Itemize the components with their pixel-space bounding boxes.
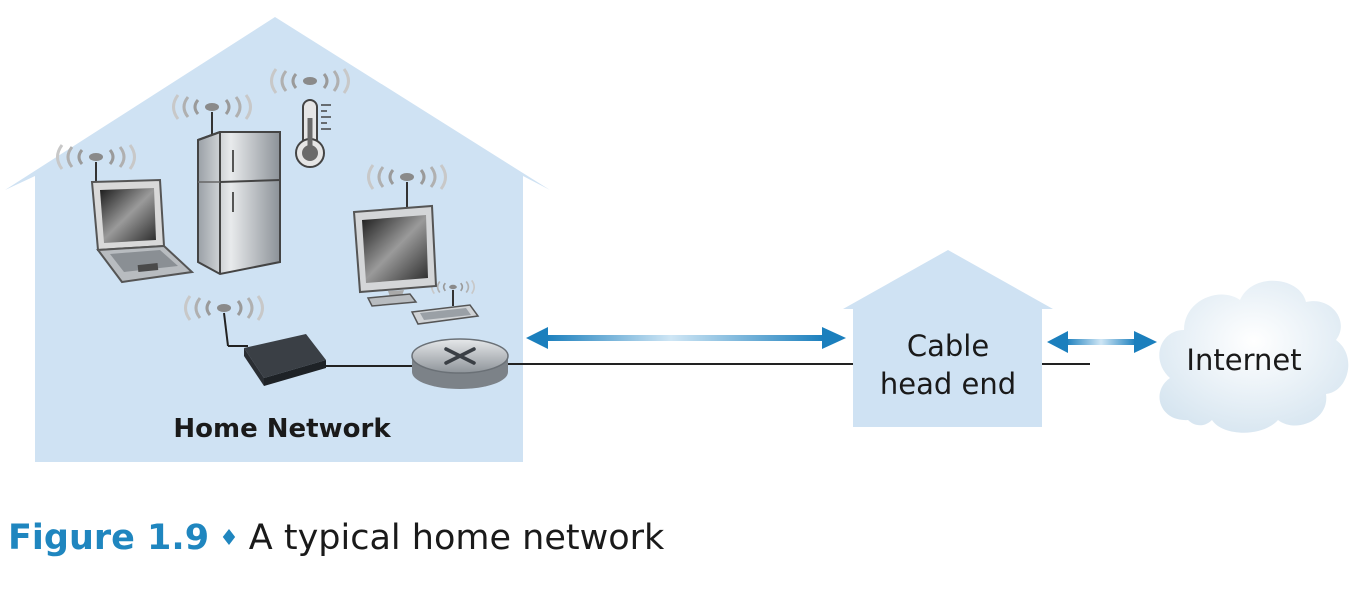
headend-to-internet-arrow <box>1047 331 1157 353</box>
home-network-label: Home Network <box>173 414 391 444</box>
refrigerator-icon <box>197 112 281 276</box>
router-icon <box>411 338 509 389</box>
internet-label: Internet <box>1186 343 1301 377</box>
keyboard-icon <box>410 290 480 325</box>
head-end-label-line1: Cable <box>907 329 989 363</box>
home-to-headend-arrow <box>526 327 846 349</box>
figure-number: Figure 1.9 <box>8 518 210 558</box>
desktop-computer-icon <box>352 182 438 307</box>
cable-head-end-building <box>843 250 1053 427</box>
internet-cloud-icon <box>1159 280 1349 433</box>
head-end-label-line2: head end <box>880 367 1016 401</box>
caption-text: A typical home network <box>248 518 665 558</box>
home-network-diagram: Home Network Cable head end Internet <box>5 17 1349 462</box>
figure-caption: Figure 1.9 ♦ A typical home network <box>8 518 664 558</box>
caption-separator-icon: ♦ <box>219 526 239 551</box>
wireless-access-point-icon <box>223 312 326 386</box>
thermometer-icon <box>295 99 331 168</box>
laptop-icon <box>90 162 195 284</box>
